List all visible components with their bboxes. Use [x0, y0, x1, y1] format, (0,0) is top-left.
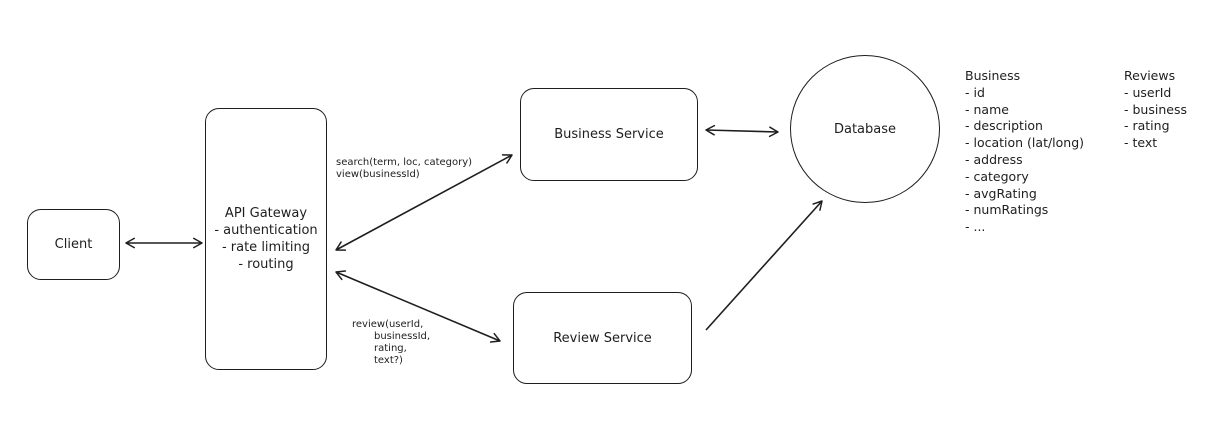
schema-field: - id: [965, 84, 985, 100]
business-schema: Business - id - name - description - loc…: [965, 68, 1084, 236]
api-gateway-item: - authentication: [214, 223, 318, 238]
schema-field: - rating: [1124, 118, 1170, 134]
edge-label-line: view(businessId): [336, 169, 420, 180]
review-edge-label: review(userId, businessId, rating, text?…: [352, 319, 430, 367]
schema-title: Reviews: [1124, 68, 1176, 83]
api-gateway-item: - rate limiting: [221, 240, 311, 255]
arrow-gateway-review-service: [335, 270, 501, 343]
edge-label-line: text?): [374, 355, 403, 366]
schema-field: - description: [965, 118, 1043, 134]
database-label: Database: [833, 121, 897, 137]
api-gateway-item: - routing: [238, 257, 294, 272]
database-node[interactable]: Database: [790, 55, 940, 203]
schema-field: - name: [965, 101, 1009, 117]
business-service-node[interactable]: Business Service: [520, 88, 698, 181]
schema-title: Business: [965, 68, 1021, 83]
schema-field: - ...: [965, 219, 986, 235]
review-service-label: Review Service: [553, 330, 652, 346]
review-service-node[interactable]: Review Service: [513, 292, 692, 384]
schema-field: - text: [1124, 135, 1158, 151]
schema-field: - userId: [1124, 84, 1172, 100]
edge-label-line: search(term, loc, category): [336, 157, 473, 168]
client-label: Client: [54, 237, 93, 252]
schema-field: - numRatings: [965, 202, 1049, 218]
client-node[interactable]: Client: [27, 209, 120, 280]
search-edge-label: search(term, loc, category) view(busines…: [336, 157, 472, 181]
api-gateway-content: API Gateway - authentication - rate limi…: [214, 205, 317, 273]
arrow-business-service-database: [705, 124, 779, 138]
edge-label-line: businessId,: [374, 331, 431, 342]
arrow-gateway-business-service: [335, 154, 513, 251]
edge-label-line: rating,: [374, 343, 407, 354]
schema-field: - avgRating: [965, 185, 1037, 201]
schema-field: - category: [965, 168, 1029, 184]
edge-label-line: review(userId,: [352, 319, 424, 330]
reviews-schema: Reviews - userId - business - rating - t…: [1124, 68, 1187, 152]
api-gateway-title: API Gateway: [224, 206, 308, 221]
schema-field: - address: [965, 151, 1023, 167]
business-service-label: Business Service: [554, 127, 664, 142]
schema-field: - business: [1124, 101, 1187, 117]
arrow-review-service-database: [705, 200, 823, 331]
api-gateway-node[interactable]: API Gateway - authentication - rate limi…: [205, 108, 327, 370]
schema-field: - location (lat/long): [965, 135, 1085, 151]
